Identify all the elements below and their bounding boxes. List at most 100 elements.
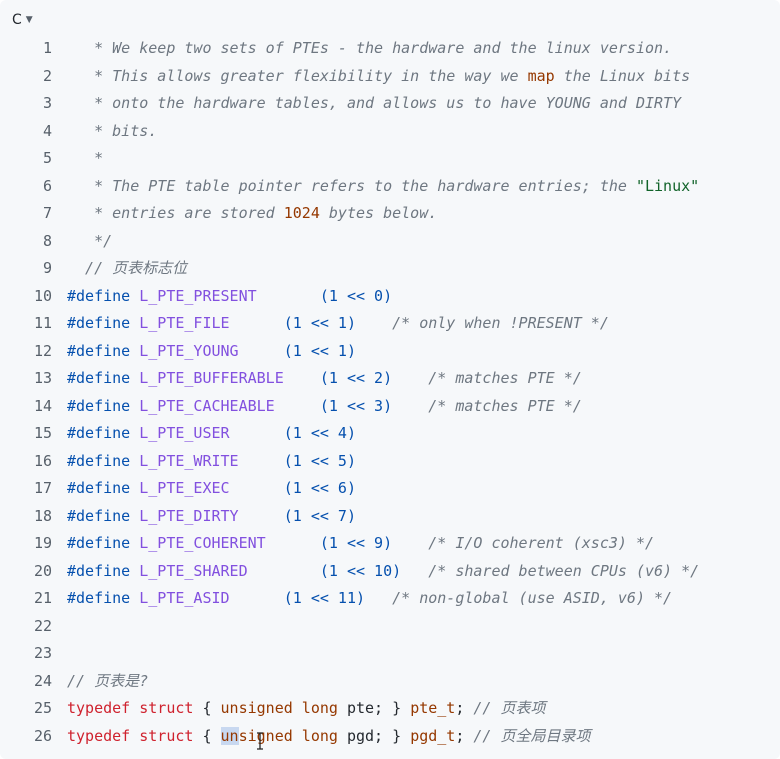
line-number: 18	[33, 506, 52, 525]
line-number: 12	[33, 341, 52, 360]
line-number: 14	[33, 396, 52, 415]
code-token	[230, 314, 284, 332]
code-line[interactable]: 21#define L_PTE_ASID (1 << 11) /* non-gl…	[0, 585, 780, 613]
code-token: (1 << 7)	[283, 506, 356, 525]
language-selector[interactable]: C ▼	[12, 12, 33, 28]
code-line[interactable]: 7 * entries are stored 1024 bytes below.	[0, 200, 780, 228]
code-line[interactable]: 6 * The PTE table pointer refers to the …	[0, 173, 780, 201]
line-source: * The PTE table pointer refers to the ha…	[67, 173, 699, 201]
line-source: #define L_PTE_ASID (1 << 11) /* non-glob…	[67, 585, 672, 613]
code-line[interactable]: 5 *	[0, 145, 780, 173]
code-token: signed long	[238, 726, 338, 745]
code-line[interactable]: 1 * We keep two sets of PTEs - the hardw…	[0, 35, 780, 63]
code-token	[248, 562, 320, 580]
code-line[interactable]: 22	[0, 613, 780, 641]
code-token: (1 << 9)	[319, 534, 393, 552]
code-token: */	[67, 231, 113, 250]
code-token: * This allows greater flexibility in the…	[67, 66, 528, 85]
line-number: 4	[42, 121, 52, 140]
code-token: (1 << 11)	[283, 589, 366, 607]
code-token	[401, 562, 428, 580]
code-token: {	[193, 726, 221, 745]
code-token: pte; }	[337, 699, 411, 717]
code-token: * The PTE table pointer refers to the ha…	[67, 176, 636, 195]
code-token: /* shared between CPUs (v6) */	[428, 561, 700, 580]
code-token: (1 << 1)	[283, 314, 356, 332]
code-line[interactable]: 23	[0, 640, 780, 668]
code-token: #define	[67, 589, 140, 607]
code-line[interactable]: 12#define L_PTE_YOUNG (1 << 1)	[0, 338, 780, 366]
code-token: * entries are stored	[67, 204, 284, 222]
code-line[interactable]: 11#define L_PTE_FILE (1 << 1) /* only wh…	[0, 310, 780, 338]
code-token: pgd_t	[410, 726, 456, 745]
code-token: L_PTE_BUFFERABLE	[139, 369, 284, 387]
code-line[interactable]: 8 */	[0, 228, 780, 256]
line-source: * bits.	[67, 118, 157, 146]
code-token: (1 << 4)	[283, 424, 356, 442]
code-token: * onto the hardware tables, and allows u…	[67, 94, 682, 112]
code-line[interactable]: 24 // 页表是?	[0, 668, 780, 696]
code-line[interactable]: 15 #define L_PTE_USER (1 << 4)	[0, 420, 780, 448]
code-token	[392, 534, 428, 552]
code-line[interactable]: 9 // 页表标志位	[0, 255, 780, 283]
line-source: * onto the hardware tables, and allows u…	[67, 90, 681, 118]
language-label: C	[12, 12, 22, 28]
code-token: (1 << 5)	[283, 451, 356, 470]
code-token: L_PTE_PRESENT	[139, 286, 257, 305]
code-token: /* only when !PRESENT */	[392, 314, 609, 332]
code-token: pte_t	[410, 699, 456, 717]
code-token: L_PTE_DIRTY	[139, 506, 239, 525]
code-token: L_PTE_COHERENT	[139, 534, 266, 552]
code-token: /* non-global (use ASID, v6) */	[392, 589, 673, 607]
code-line[interactable]: 2 * This allows greater flexibility in t…	[0, 63, 780, 91]
line-source: #define L_PTE_USER (1 << 4)	[67, 420, 356, 448]
line-number: 23	[33, 644, 52, 662]
line-source: * We keep two sets of PTEs - the hardwar…	[67, 35, 672, 63]
line-number: 15	[33, 424, 52, 442]
code-token: {	[193, 699, 221, 717]
code-line[interactable]: 19#define L_PTE_COHERENT (1 << 9) /* I/O…	[0, 530, 780, 558]
code-token: * bits.	[67, 121, 158, 140]
line-number: 7	[42, 204, 52, 222]
code-token	[239, 342, 284, 360]
code-token: bytes below.	[319, 204, 438, 222]
code-token	[239, 452, 284, 470]
code-token: #define	[67, 561, 140, 580]
code-line[interactable]: 3 * onto the hardware tables, and allows…	[0, 90, 780, 118]
code-token	[230, 479, 284, 497]
line-source: #define L_PTE_COHERENT (1 << 9) /* I/O c…	[67, 530, 654, 558]
code-line[interactable]: 20#define L_PTE_SHARED (1 << 10) /* shar…	[0, 558, 780, 586]
code-line[interactable]: 18#define L_PTE_DIRTY (1 << 7)	[0, 503, 780, 531]
code-token: // 页表是?	[67, 671, 149, 690]
code-token: #define	[67, 314, 140, 332]
code-lines[interactable]: 1 * We keep two sets of PTEs - the hardw…	[0, 35, 780, 750]
code-line[interactable]: 13#define L_PTE_BUFFERABLE (1 << 2) /* m…	[0, 365, 780, 393]
code-token: 1024	[283, 204, 320, 222]
code-line[interactable]: 10#define L_PTE_PRESENT (1 << 0)	[0, 283, 780, 311]
code-line[interactable]: 4 * bits.	[0, 118, 780, 146]
code-token	[275, 397, 320, 415]
code-token: ;	[455, 699, 474, 717]
code-line[interactable]: 16#define L_PTE_WRITE (1 << 5)	[0, 448, 780, 476]
line-source: */	[67, 228, 112, 256]
code-token: #define	[67, 286, 140, 305]
code-token: (1 << 1)	[283, 341, 356, 360]
line-number: 24	[33, 671, 52, 690]
code-token: * We keep two sets of PTEs - the hardwar…	[67, 39, 673, 57]
line-number: 10	[33, 286, 52, 305]
line-number: 22	[33, 616, 52, 635]
line-number: 11	[33, 314, 52, 332]
code-token: (1 << 10)	[319, 561, 402, 580]
line-source: #define L_PTE_EXEC (1 << 6)	[67, 475, 356, 503]
code-line[interactable]: 14#define L_PTE_CACHEABLE (1 << 3) /* ma…	[0, 393, 780, 421]
code-token	[230, 424, 284, 442]
code-token: #define	[67, 369, 140, 387]
code-token	[266, 534, 320, 552]
code-token: /* matches PTE */	[428, 396, 582, 415]
line-source: typedef struct { unsigned long pte; } pt…	[67, 695, 546, 723]
code-token: L_PTE_EXEC	[139, 479, 230, 497]
code-line[interactable]: 17#define L_PTE_EXEC (1 << 6)	[0, 475, 780, 503]
